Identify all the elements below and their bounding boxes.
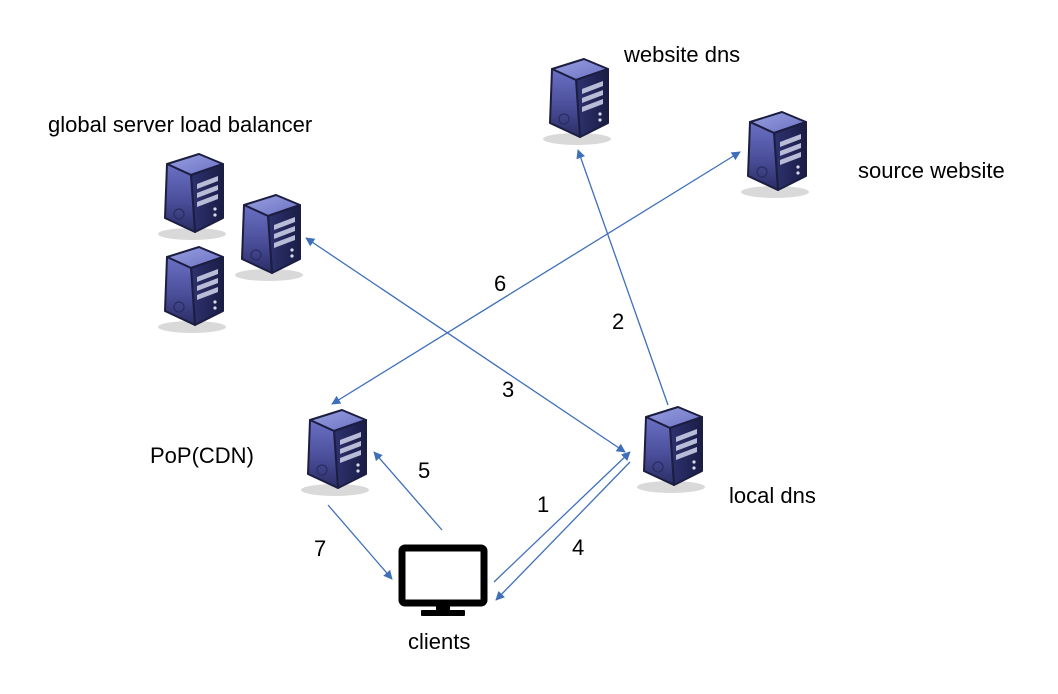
website-dns-label: website dns [623,42,740,67]
step-number: 6 [494,271,506,296]
local-dns-label: local dns [729,483,816,508]
gslb-server-icon-2 [234,194,304,282]
arrow-step-7 [327,504,393,580]
clients-label: clients [408,629,470,654]
pop-cdn-server-icon [300,409,370,497]
step-number: 2 [612,309,624,334]
step-number: 3 [502,377,514,402]
pop-cdn-label: PoP(CDN) [150,443,254,468]
source-website-label: source website [858,158,1005,183]
gslb-label: global server load balancer [48,112,312,137]
monitor-icon [398,544,488,616]
step-number: 1 [537,492,549,517]
arrow-step-4 [495,461,631,601]
arrow-step-6 [331,151,741,405]
step-number: 5 [418,458,430,483]
website-dns-server-icon [542,58,612,146]
gslb-server-icon-3 [157,246,227,334]
step-number: 7 [314,536,326,561]
arrow-step-2 [576,149,669,406]
step-number: 4 [572,535,584,560]
gslb-server-icon-1 [157,153,227,241]
local-dns-server-icon [636,406,706,494]
source-website-server-icon [740,111,810,199]
arrow-step-5 [373,451,443,531]
arrow-step-1 [493,451,631,583]
